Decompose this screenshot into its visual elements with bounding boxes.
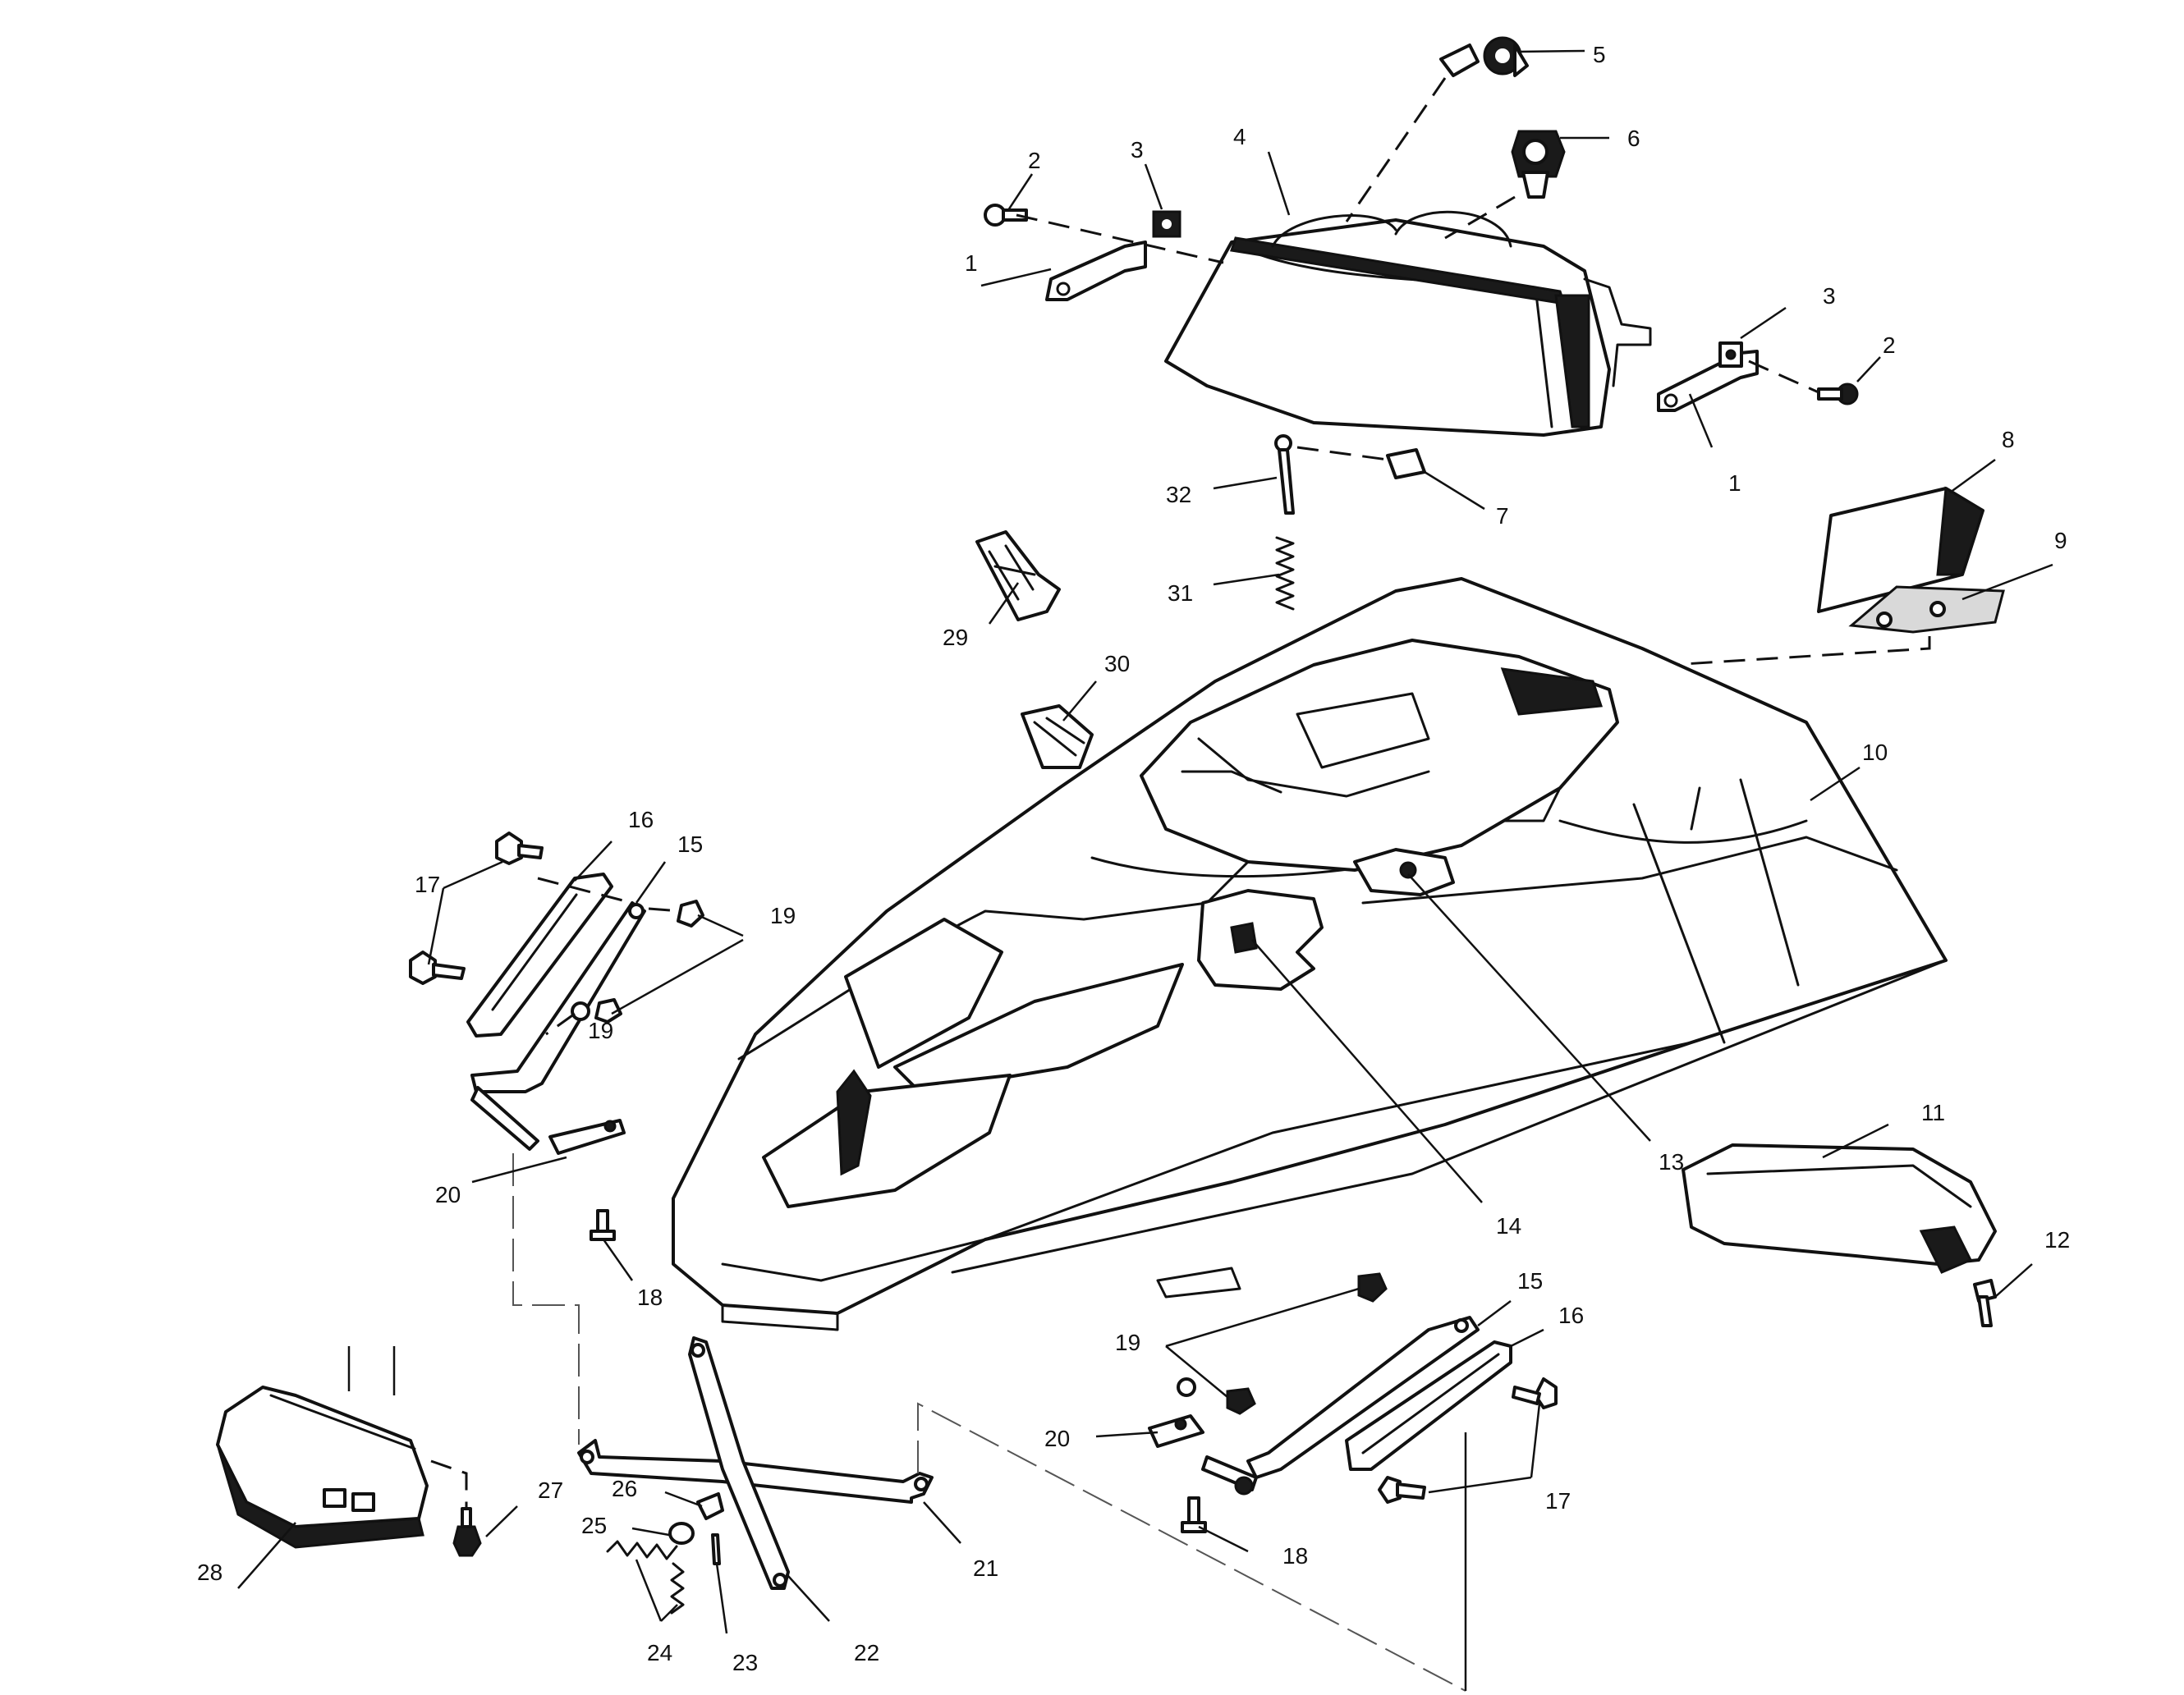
callout-4: 4 bbox=[1233, 124, 1246, 149]
callout-14: 14 bbox=[1496, 1213, 1521, 1239]
callout-16-right: 16 bbox=[1558, 1303, 1584, 1328]
callout-13: 13 bbox=[1659, 1149, 1684, 1175]
leader-lines bbox=[237, 49, 2053, 1634]
screw-2-right bbox=[1817, 383, 1859, 405]
callout-27: 27 bbox=[538, 1477, 563, 1503]
callout-2-left: 2 bbox=[1028, 148, 1041, 173]
callout-25: 25 bbox=[581, 1513, 607, 1538]
callout-labels: 1 2 3 4 5 6 1 3 2 7 8 9 32 31 29 30 10 1… bbox=[197, 42, 2070, 1675]
callout-16-left: 16 bbox=[628, 807, 654, 832]
springs-24 bbox=[606, 1540, 685, 1615]
bolt-17-left-upper bbox=[495, 831, 544, 865]
callout-9: 9 bbox=[2054, 528, 2067, 553]
callout-11: 11 bbox=[1921, 1100, 1945, 1125]
callout-21: 21 bbox=[973, 1555, 998, 1581]
hinge-plate-16-right bbox=[1345, 1340, 1512, 1471]
pin-23 bbox=[711, 1533, 721, 1565]
callout-28: 28 bbox=[197, 1560, 223, 1585]
mounting-bracket-left bbox=[1045, 241, 1147, 301]
callout-5: 5 bbox=[1593, 42, 1606, 67]
bulb-socket-5 bbox=[1439, 36, 1529, 77]
callout-22: 22 bbox=[854, 1640, 879, 1665]
callout-17-left: 17 bbox=[415, 872, 440, 897]
screw-18-right bbox=[1181, 1496, 1207, 1533]
bolt-17-left-lower bbox=[409, 951, 466, 985]
screw-2-left bbox=[984, 204, 1028, 227]
foam-pad-29 bbox=[975, 530, 1061, 621]
hinge-plate-16-left bbox=[466, 873, 613, 1038]
callout-2-right: 2 bbox=[1883, 332, 1896, 358]
screw-12 bbox=[1973, 1279, 1997, 1327]
foam-pad-30 bbox=[1021, 704, 1094, 769]
callout-32: 32 bbox=[1166, 482, 1191, 507]
callout-19-left-lower: 19 bbox=[588, 1018, 613, 1043]
screw-18-left bbox=[590, 1209, 616, 1241]
cutaway-screw-13 bbox=[1353, 848, 1455, 896]
callout-19-left-upper: 19 bbox=[770, 903, 796, 928]
screw-27 bbox=[452, 1507, 482, 1557]
callout-3-right: 3 bbox=[1823, 283, 1836, 309]
callout-3-left: 3 bbox=[1131, 137, 1144, 163]
bulb-6 bbox=[1511, 130, 1566, 199]
callout-18-left: 18 bbox=[637, 1285, 663, 1310]
callout-7: 7 bbox=[1496, 503, 1509, 529]
callout-17-right: 17 bbox=[1545, 1488, 1571, 1514]
callout-30: 30 bbox=[1104, 651, 1130, 676]
pin-32 bbox=[1274, 434, 1295, 515]
nut-19-left bbox=[571, 900, 704, 1024]
callout-20-left: 20 bbox=[435, 1182, 461, 1207]
washer-25 bbox=[668, 1522, 695, 1545]
callout-1-right: 1 bbox=[1728, 470, 1741, 496]
clip-nut-3-left bbox=[1152, 210, 1181, 238]
callout-26: 26 bbox=[612, 1476, 637, 1501]
callout-1-left: 1 bbox=[965, 250, 978, 276]
callout-6: 6 bbox=[1627, 126, 1640, 151]
cross-bracket-21 bbox=[577, 1439, 934, 1504]
callout-29: 29 bbox=[943, 625, 968, 650]
callout-15-right: 15 bbox=[1517, 1268, 1543, 1294]
callout-15-left: 15 bbox=[677, 831, 703, 857]
callout-10: 10 bbox=[1862, 740, 1888, 765]
bolt-17-right bbox=[1378, 1377, 1558, 1504]
clip-20-left bbox=[548, 1119, 626, 1155]
cross-bracket-22 bbox=[688, 1336, 790, 1590]
callout-24: 24 bbox=[647, 1640, 672, 1665]
hood-10 bbox=[672, 577, 1948, 1331]
clip-nut-3-right bbox=[1718, 341, 1743, 368]
vent-cover-8 bbox=[1817, 486, 1984, 613]
callout-31: 31 bbox=[1168, 580, 1193, 606]
callout-20-right: 20 bbox=[1044, 1426, 1070, 1451]
hinge-arm-15-right bbox=[1201, 1316, 1480, 1496]
clip-26 bbox=[696, 1492, 724, 1520]
spring-31 bbox=[1275, 536, 1295, 611]
callout-23: 23 bbox=[732, 1650, 758, 1675]
callout-19-right: 19 bbox=[1115, 1330, 1140, 1355]
clip-20-right bbox=[1148, 1414, 1204, 1448]
hinge-arm-15-left bbox=[470, 901, 646, 1151]
front-bumper-28 bbox=[216, 1386, 429, 1549]
callout-18-right: 18 bbox=[1282, 1543, 1308, 1569]
headlight-housing bbox=[1164, 210, 1652, 437]
storage-lid-11 bbox=[1682, 1143, 1997, 1274]
callout-8: 8 bbox=[2002, 427, 2015, 452]
nut-19-right bbox=[1177, 1272, 1388, 1415]
clip-7 bbox=[1386, 448, 1426, 479]
callout-12: 12 bbox=[2044, 1227, 2070, 1253]
cutaway-nut-14 bbox=[1197, 889, 1324, 991]
